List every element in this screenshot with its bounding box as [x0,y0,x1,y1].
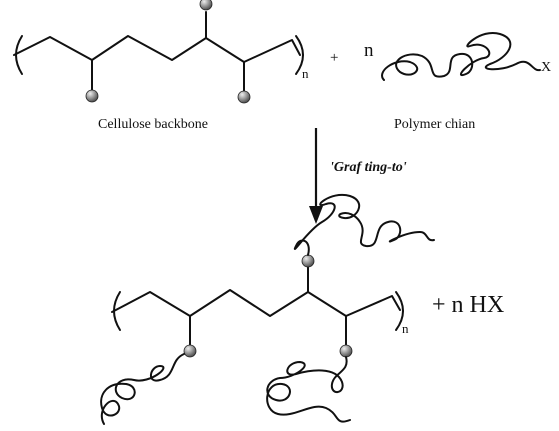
bead [339,344,353,358]
grafted-chain-top [293,193,435,256]
chain-end-group: X [541,60,552,75]
backbone-zigzag [111,289,401,317]
reaction-arrow [309,128,323,224]
bead [199,0,213,11]
bead [85,89,99,103]
grafted-chain-right [266,356,351,423]
product-backbone [111,265,404,347]
bracket-left [15,35,23,75]
byproduct-label: + n HX [432,292,505,318]
coefficient-n: n [364,40,374,61]
plus-sign: + [330,50,339,66]
grafted-chain-left [100,353,185,425]
polymer-chain-coil [381,31,541,81]
bead [237,90,251,104]
product-beads [183,254,353,358]
backbone-subscript-n: n [302,66,309,81]
grafting-method-label: 'Graf ting-to' [330,160,407,175]
backbone-caption: Cellulose backbone [98,117,209,132]
bracket-right [295,35,304,75]
bracket-right [395,291,404,331]
bead [183,344,197,358]
backbone-zigzag [13,35,301,63]
reactant-backbone [13,11,304,93]
reactant-beads [85,0,251,104]
bead [301,254,315,268]
chain-caption: Polymer chian [394,117,476,132]
grafted-chains [100,193,435,425]
product-subscript-n: n [402,321,409,336]
